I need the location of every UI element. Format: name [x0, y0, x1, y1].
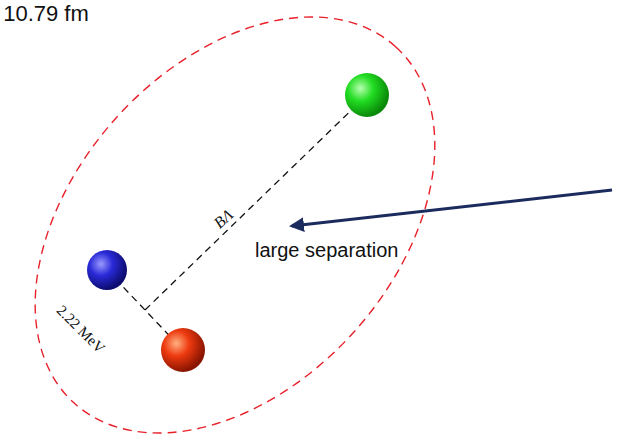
energy-symbol: BΛ — [211, 206, 238, 233]
binding-energy: 2.22 MeV — [52, 302, 107, 357]
proton-sphere — [161, 328, 205, 372]
cluster-boundary — [0, 0, 514, 448]
lambda-sphere — [345, 73, 389, 117]
callout-text: large separation — [253, 239, 400, 262]
hyperon-separation — [145, 95, 367, 310]
neutron-sphere — [87, 250, 127, 290]
pointer-arrow — [292, 190, 612, 226]
scale-label: 10.79 fm — [3, 1, 89, 26]
